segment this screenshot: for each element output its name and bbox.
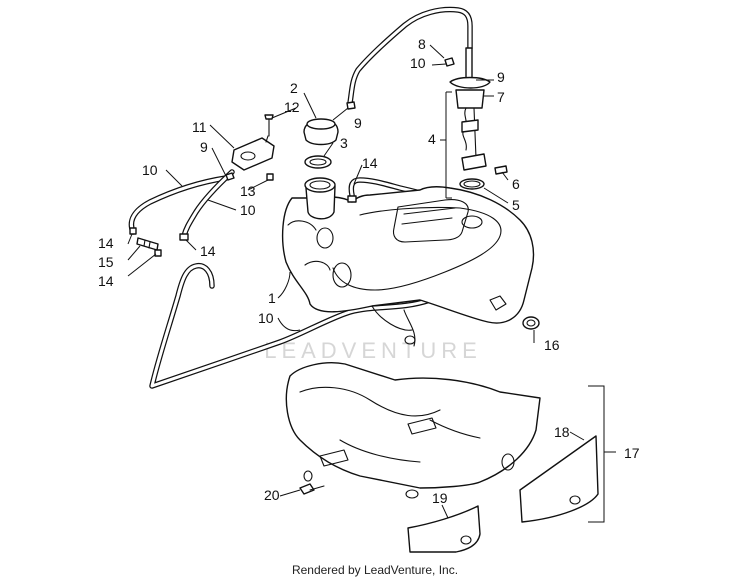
fuel-pump-assembly [449, 47, 491, 171]
callout-14-c: 14 [200, 243, 216, 259]
callout-9-top: 9 [497, 69, 505, 85]
bottom-shield [407, 505, 481, 553]
callout-15: 15 [98, 254, 114, 270]
right-side-panel [519, 435, 599, 523]
callout-10-top: 10 [410, 55, 426, 71]
hose-left-lower [181, 169, 235, 239]
callout-7: 7 [497, 89, 505, 105]
tank-skid-plate [285, 362, 541, 499]
callout-1: 1 [268, 290, 276, 306]
hose-clamp-valve [225, 172, 235, 181]
callout-8: 8 [418, 36, 426, 52]
valve-nut [266, 173, 274, 181]
drain-grommet [522, 316, 540, 330]
filler-neck [304, 177, 336, 220]
pump-seal-ring [459, 178, 485, 190]
watermark-text: LEADVENTURE [264, 338, 482, 363]
tee-fitting [136, 237, 159, 251]
callout-3: 3 [340, 135, 348, 151]
callout-20: 20 [264, 487, 280, 503]
callout-12: 12 [284, 99, 300, 115]
panel-screw [299, 483, 325, 495]
fuel-cap [303, 118, 339, 146]
callout-9-valve: 9 [200, 139, 208, 155]
clamp-14-tank [347, 195, 357, 203]
callout-14-a: 14 [98, 235, 114, 251]
rollover-valve [231, 135, 275, 171]
callout-10-lower: 10 [258, 310, 274, 326]
callout-10-left: 10 [142, 162, 158, 178]
callout-17: 17 [624, 445, 640, 461]
callout-18: 18 [554, 424, 570, 440]
fuel-tank [281, 185, 535, 347]
callout-2: 2 [290, 80, 298, 96]
callout-9-vent: 9 [354, 115, 362, 131]
callout-19: 19 [432, 490, 448, 506]
callout-labels: 1 2 3 4 5 6 7 8 9 9 9 10 10 10 10 11 12 … [98, 36, 640, 506]
callout-14-b: 14 [98, 273, 114, 289]
callout-16: 16 [544, 337, 560, 353]
callout-6: 6 [512, 176, 520, 192]
clamp-14-left [129, 227, 137, 235]
pump-clip [494, 165, 508, 175]
hose-left-upper [128, 175, 229, 235]
callout-4: 4 [428, 131, 436, 147]
clamp-14-hose-end [179, 233, 189, 241]
hose-clamp-top [444, 57, 455, 67]
overflow-hose [149, 177, 525, 389]
cap-gasket [304, 155, 332, 169]
callout-5: 5 [512, 197, 520, 213]
callout-11: 11 [192, 119, 207, 135]
callout-14-tank: 14 [362, 155, 378, 171]
valve-screw [264, 114, 274, 137]
callout-13: 13 [240, 183, 256, 199]
hose-clamp-vent [346, 101, 356, 110]
footer-credit: Rendered by LeadVenture, Inc. [291, 563, 459, 577]
clamp-14-lower [154, 249, 162, 257]
callout-10-mid: 10 [240, 202, 256, 218]
leader-lines [127, 44, 616, 523]
vent-hose-upper [347, 6, 473, 106]
